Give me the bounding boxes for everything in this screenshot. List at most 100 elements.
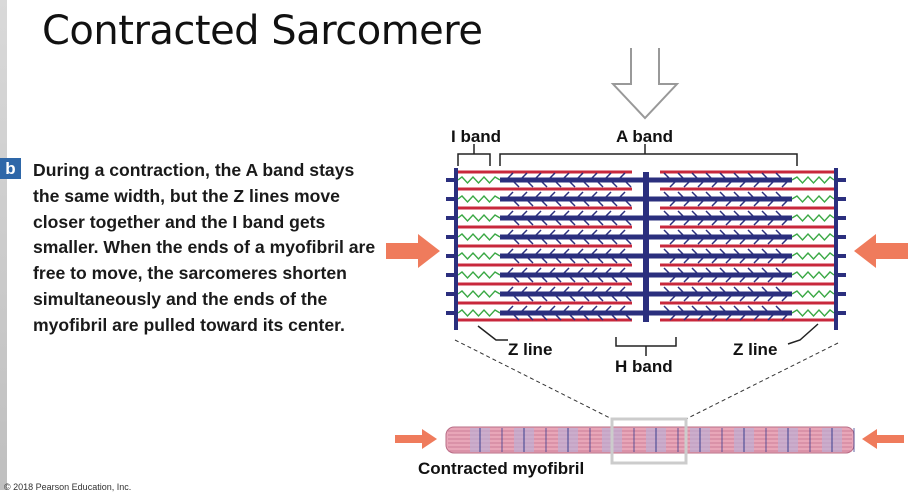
myosin-head: [591, 229, 598, 236]
myosin-head: [591, 267, 598, 274]
h-band-label: H band: [615, 357, 673, 376]
i-band-label: I band: [451, 127, 501, 146]
myosin-head: [591, 210, 598, 217]
myosin-head: [527, 238, 534, 245]
myosin-head: [747, 305, 754, 312]
myosin-head: [597, 295, 604, 302]
myosin-head: [697, 276, 704, 283]
myosin-head: [691, 305, 698, 312]
description-text: During a contraction, the A band stays t…: [33, 160, 376, 335]
slide-title: Contracted Sarcomere: [42, 8, 483, 54]
myosin-head: [541, 314, 548, 321]
myosin-head: [733, 267, 740, 274]
myosin-head: [733, 191, 740, 198]
myosin-head: [753, 219, 760, 226]
myosin-head: [619, 210, 626, 217]
myosin-head: [781, 238, 788, 245]
myosin-head: [775, 267, 782, 274]
myosin-head: [605, 191, 612, 198]
myosin-head: [697, 238, 704, 245]
contracted-myofibril: [445, 426, 855, 454]
myosin-head: [767, 314, 774, 321]
myosin-head: [725, 257, 732, 264]
myosin-head: [611, 276, 618, 283]
band-brackets: [457, 144, 819, 356]
myosin-head: [541, 276, 548, 283]
myosin-head: [691, 267, 698, 274]
myosin-head: [761, 229, 768, 236]
myosin-head: [577, 172, 584, 179]
myosin-head: [513, 200, 520, 207]
myosin-head: [753, 200, 760, 207]
myosin-head: [691, 229, 698, 236]
myosin-head: [753, 257, 760, 264]
myosin-head: [691, 248, 698, 255]
myosin-head: [619, 305, 626, 312]
myosin-head: [697, 200, 704, 207]
myosin-head: [535, 191, 542, 198]
myosin-head: [513, 181, 520, 188]
myosin-head: [683, 295, 690, 302]
myosin-head: [513, 314, 520, 321]
myosin-head: [591, 191, 598, 198]
myosin-head: [683, 238, 690, 245]
myosin-head: [677, 210, 684, 217]
myosin-head: [541, 181, 548, 188]
myosin-head: [677, 286, 684, 293]
myosin-head: [591, 305, 598, 312]
myosin-head: [597, 200, 604, 207]
myosin-head: [605, 172, 612, 179]
myosin-head: [733, 210, 740, 217]
myosin-head: [677, 267, 684, 274]
myosin-head: [697, 295, 704, 302]
myosin-head: [563, 172, 570, 179]
myosin-head: [619, 172, 626, 179]
myosin-head: [555, 181, 562, 188]
myosin-head: [625, 295, 632, 302]
myosin-head: [541, 238, 548, 245]
myosin-head: [663, 248, 670, 255]
myosin-head: [711, 219, 718, 226]
copyright-text: © 2018 Pearson Education, Inc.: [4, 482, 132, 492]
myosin-head: [663, 172, 670, 179]
myosin-head: [535, 248, 542, 255]
myosin-head: [663, 210, 670, 217]
myosin-head: [711, 276, 718, 283]
myosin-head: [733, 248, 740, 255]
myosin-head: [677, 172, 684, 179]
myosin-head: [781, 295, 788, 302]
myosin-head: [719, 248, 726, 255]
myosin-head: [669, 181, 676, 188]
myosin-head: [767, 200, 774, 207]
myosin-head: [577, 191, 584, 198]
myosin-head: [625, 200, 632, 207]
myosin-head: [611, 200, 618, 207]
myosin-head: [705, 305, 712, 312]
myosin-head: [747, 248, 754, 255]
myosin-head: [521, 210, 528, 217]
myosin-head: [569, 314, 576, 321]
myosin-head: [669, 314, 676, 321]
myosin-head: [577, 305, 584, 312]
titin-spring: [791, 251, 835, 261]
myosin-head: [555, 200, 562, 207]
myosin-head: [555, 219, 562, 226]
myosin-head: [753, 238, 760, 245]
myosin-head: [619, 229, 626, 236]
myosin-head: [767, 238, 774, 245]
myosin-head: [781, 276, 788, 283]
a-band-label: A band: [616, 127, 673, 146]
myosin-head: [591, 172, 598, 179]
myosin-head: [739, 181, 746, 188]
myosin-head: [697, 314, 704, 321]
myosin-head: [739, 238, 746, 245]
myosin-head: [583, 257, 590, 264]
myosin-head: [555, 295, 562, 302]
sarcomere-filaments: [446, 168, 846, 330]
myosin-head: [677, 305, 684, 312]
myosin-head: [597, 314, 604, 321]
myosin-head: [781, 257, 788, 264]
myosin-head: [527, 314, 534, 321]
myosin-head: [625, 276, 632, 283]
myosin-head: [711, 257, 718, 264]
